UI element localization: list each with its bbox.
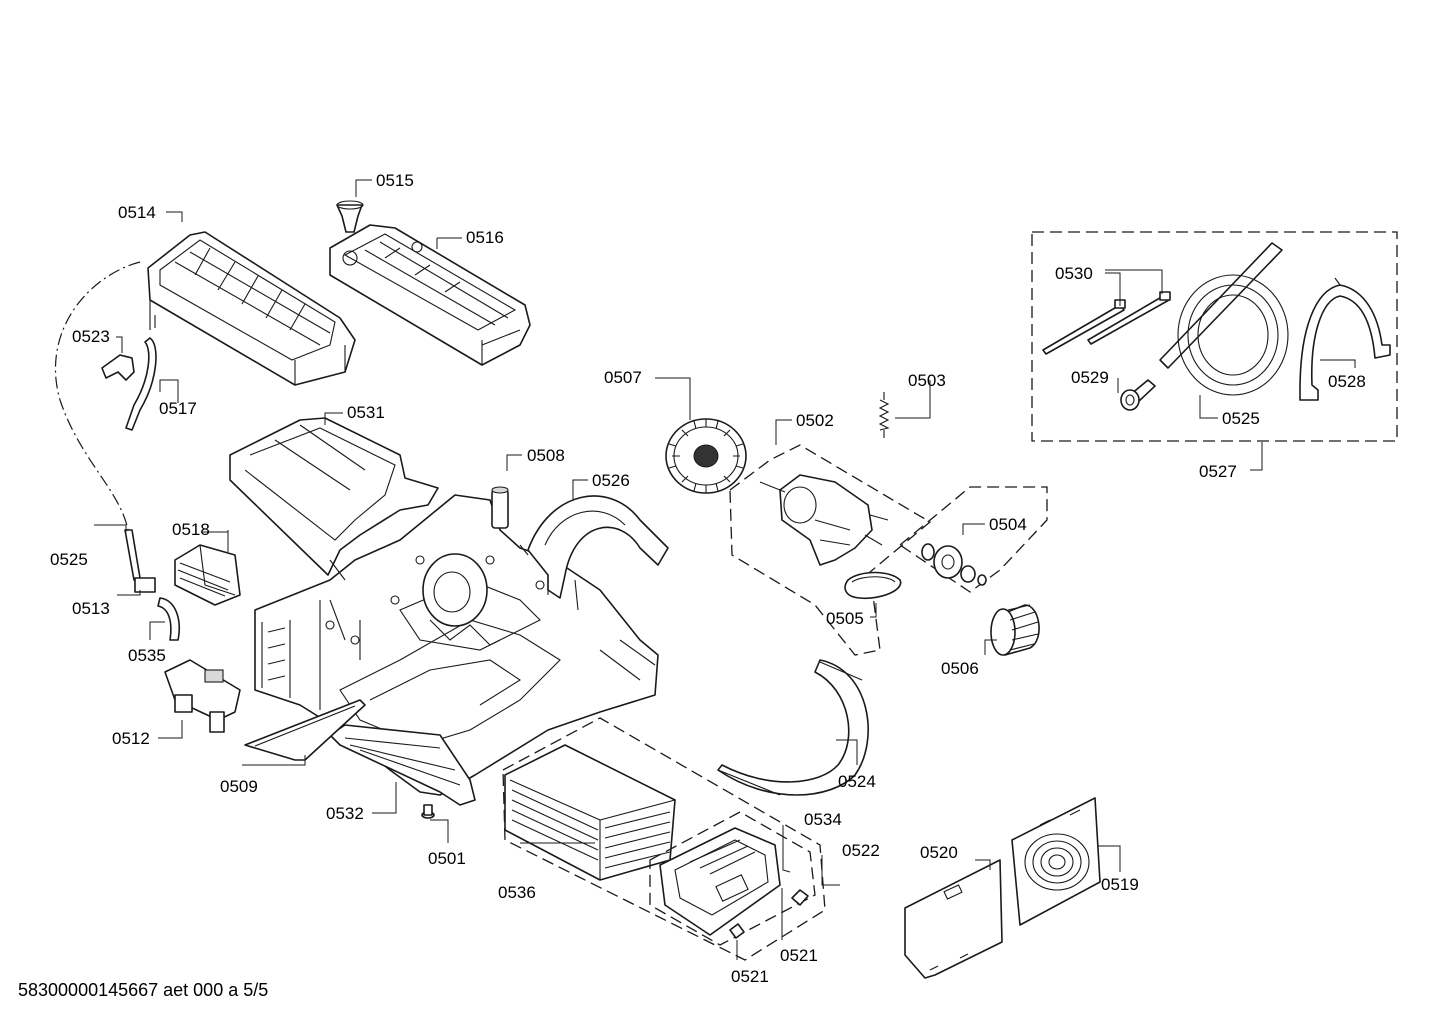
label-0523: 0523 xyxy=(72,327,110,346)
part-0531-drawing xyxy=(229,417,439,576)
label-0504: 0504 xyxy=(989,515,1027,534)
label-0515: 0515 xyxy=(376,171,414,190)
label-0506: 0506 xyxy=(941,659,979,678)
group-0522-boundary xyxy=(502,717,826,961)
part-0534-drawing xyxy=(659,827,781,936)
part-0509-drawing xyxy=(244,699,366,761)
part-0520-drawing xyxy=(904,859,1003,979)
label-0522: 0522 xyxy=(842,841,880,860)
part-0514-drawing xyxy=(147,231,356,386)
label-0536: 0536 xyxy=(498,883,536,902)
leader-lines xyxy=(94,179,1356,960)
part-0508-drawing xyxy=(491,486,509,529)
label-0513: 0513 xyxy=(72,599,110,618)
part-0517-drawing xyxy=(125,337,157,431)
label-0509: 0509 xyxy=(220,777,258,796)
label-0519: 0519 xyxy=(1101,875,1139,894)
label-0530: 0530 xyxy=(1055,264,1093,283)
label-0516: 0516 xyxy=(466,228,504,247)
part-labels: 0514 0515 0516 0523 0517 0531 0518 0525 … xyxy=(50,171,1366,986)
part-0512-drawing xyxy=(164,659,241,733)
part-0506-drawing xyxy=(990,604,1040,656)
label-0534: 0534 xyxy=(804,810,842,829)
label-0528: 0528 xyxy=(1328,372,1366,391)
part-0515-drawing xyxy=(336,200,364,233)
label-0521-left: 0521 xyxy=(731,967,769,986)
part-0526-drawing xyxy=(519,495,669,611)
label-0524: 0524 xyxy=(838,772,876,791)
label-0507: 0507 xyxy=(604,368,642,387)
label-0531: 0531 xyxy=(347,403,385,422)
label-0508: 0508 xyxy=(527,446,565,465)
part-0513-drawing xyxy=(124,529,156,593)
part-0518-drawing xyxy=(174,544,241,606)
part-0523-drawing xyxy=(101,354,135,381)
group-0534-boundary xyxy=(649,811,816,946)
part-0530-drawing xyxy=(1042,291,1171,355)
cable-0525-left xyxy=(54,261,141,531)
part-0532-drawing xyxy=(329,724,476,806)
label-0521-right: 0521 xyxy=(780,946,818,965)
label-0525-left: 0525 xyxy=(50,550,88,569)
label-0525-kit: 0525 xyxy=(1222,409,1260,428)
label-0520: 0520 xyxy=(920,843,958,862)
part-0505-drawing xyxy=(844,571,902,600)
label-0512: 0512 xyxy=(112,729,150,748)
group-0502-boundary xyxy=(729,444,932,656)
group-0527-boundary xyxy=(1031,231,1398,442)
part-0524-drawing xyxy=(717,659,869,796)
label-0518: 0518 xyxy=(172,520,210,539)
part-0536-drawing xyxy=(504,744,676,881)
label-0505: 0505 xyxy=(826,609,864,628)
label-0532: 0532 xyxy=(326,804,364,823)
part-0501-drawing xyxy=(421,804,435,819)
part-0504-drawing xyxy=(921,543,987,586)
part-0516-drawing xyxy=(329,224,531,366)
label-0503: 0503 xyxy=(908,371,946,390)
part-0502-drawing xyxy=(759,474,889,566)
label-0535: 0535 xyxy=(128,646,166,665)
part-0535-drawing xyxy=(157,597,180,641)
label-0527: 0527 xyxy=(1199,462,1237,481)
group-0504-boundary xyxy=(898,486,1048,593)
label-0526: 0526 xyxy=(592,471,630,490)
document-footer-code: 58300000145667 aet 000 a 5/5 xyxy=(18,980,269,1000)
part-0507-drawing xyxy=(665,418,747,494)
label-0502: 0502 xyxy=(796,411,834,430)
part-0529-drawing xyxy=(1120,379,1156,411)
part-0521-drawing xyxy=(729,889,809,939)
part-0525-kit-drawing xyxy=(1159,242,1289,396)
part-0519-drawing xyxy=(1011,797,1101,926)
part-0528-drawing xyxy=(1299,277,1391,401)
label-0529: 0529 xyxy=(1071,368,1109,387)
part-0503-drawing xyxy=(878,392,890,438)
label-0517: 0517 xyxy=(159,399,197,418)
label-0514: 0514 xyxy=(118,203,156,222)
label-0501: 0501 xyxy=(428,849,466,868)
